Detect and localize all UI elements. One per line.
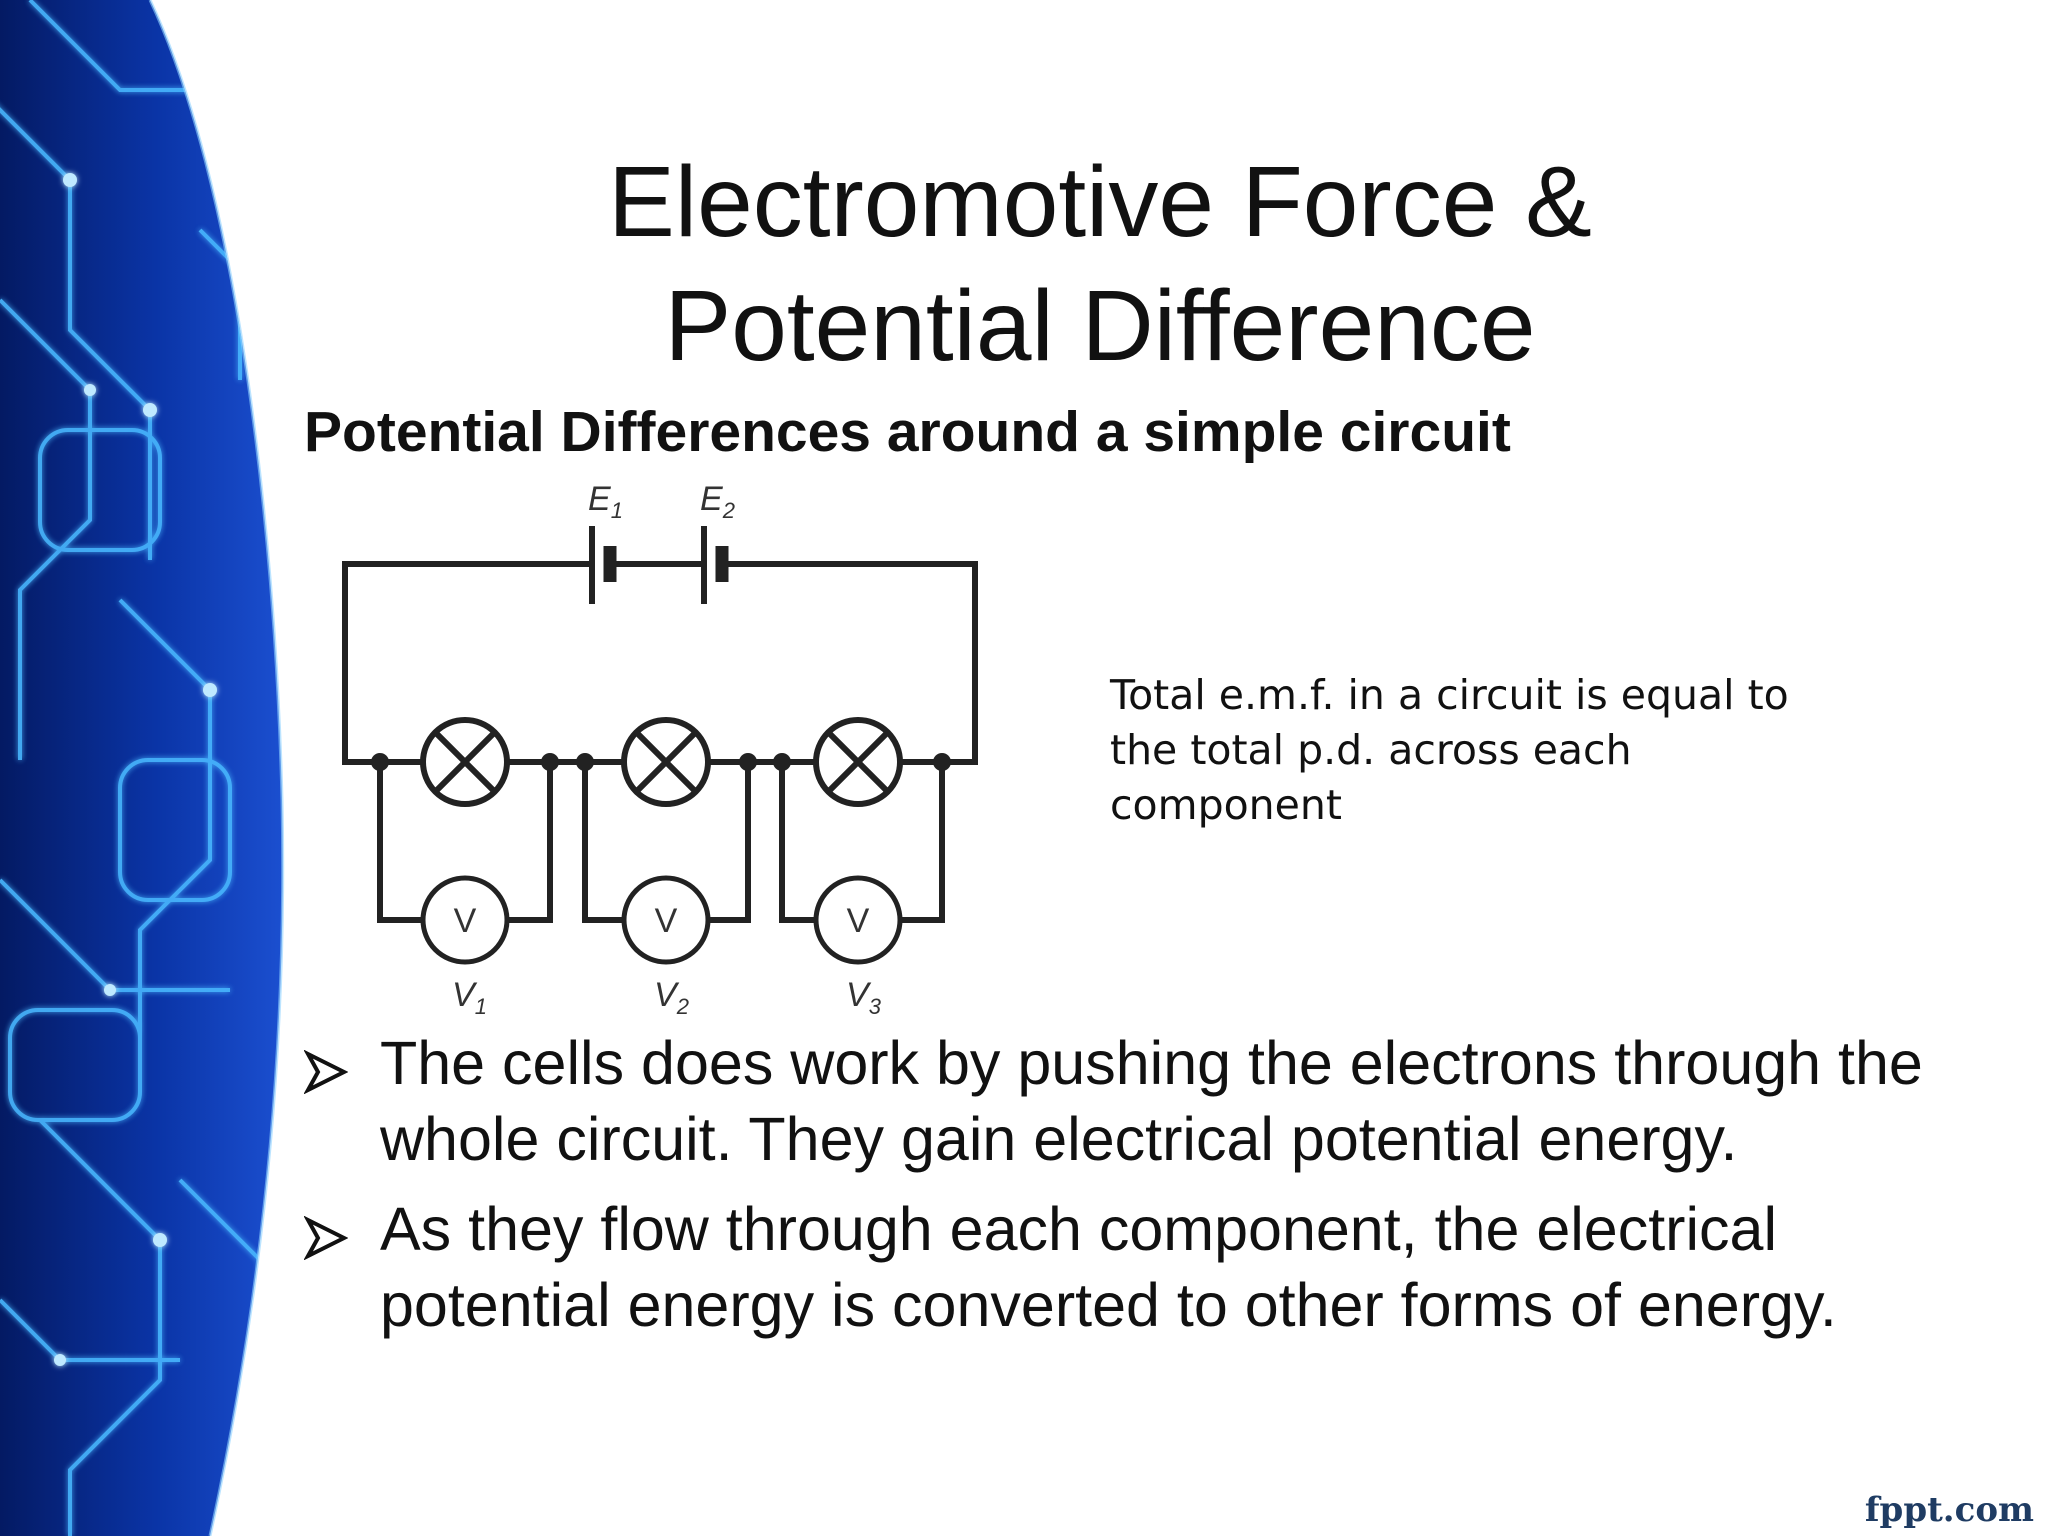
cell-2-label: E2 (700, 480, 735, 523)
voltmeter-2-glyph: V (655, 902, 678, 940)
lamp-2 (621, 717, 711, 807)
voltmeter-1 (420, 875, 510, 965)
arrow-bullet-icon (303, 1191, 380, 1343)
title-line-1: Electromotive Force & (608, 146, 1592, 258)
title-line-2: Potential Difference (664, 270, 1536, 382)
wire-meter-1 (377, 759, 553, 923)
bullet-item: As they flow through each component, the… (303, 1191, 1924, 1343)
wire-meter-2 (582, 759, 751, 923)
voltmeter-3-glyph: V (847, 902, 870, 940)
junction-dot (739, 753, 757, 771)
slide-subtitle: Potential Differences around a simple ci… (304, 400, 1511, 464)
junction-dot (576, 753, 594, 771)
junction-dot (933, 753, 951, 771)
emf-note: Total e.m.f. in a circuit is equal to th… (1110, 671, 1789, 829)
junction-dot (773, 753, 791, 771)
bullet-text: The cells does work by pushing the elect… (380, 1029, 1923, 1173)
voltmeter-2 (621, 875, 711, 965)
bullet-list: The cells does work by pushing the elect… (303, 1025, 1924, 1357)
voltmeter-3 (813, 875, 903, 965)
bullet-text: As they flow through each component, the… (380, 1195, 1837, 1339)
brand-watermark: fppt.com (1864, 1490, 2034, 1530)
lamp-3 (813, 717, 903, 807)
circuit-diagram: V V V E1 E2 V1 V2 V3 (342, 480, 978, 1019)
voltmeter-1-glyph: V (454, 902, 477, 940)
voltmeter-3-label: V3 (846, 976, 882, 1019)
voltmeter-2-label: V2 (654, 976, 689, 1019)
cell-1-label: E1 (588, 480, 623, 523)
bullet-item: The cells does work by pushing the elect… (303, 1025, 1924, 1177)
slide-title: Electromotive Force & Potential Differen… (300, 140, 1900, 388)
lamp-1 (420, 717, 510, 807)
arrow-bullet-icon (303, 1025, 380, 1177)
wire-top-right (725, 561, 978, 765)
wire-meter-3 (779, 759, 945, 923)
background-circuit-art (0, 0, 285, 1536)
voltmeter-1-label: V1 (452, 976, 487, 1019)
junction-dot (371, 753, 389, 771)
junction-dot (541, 753, 559, 771)
